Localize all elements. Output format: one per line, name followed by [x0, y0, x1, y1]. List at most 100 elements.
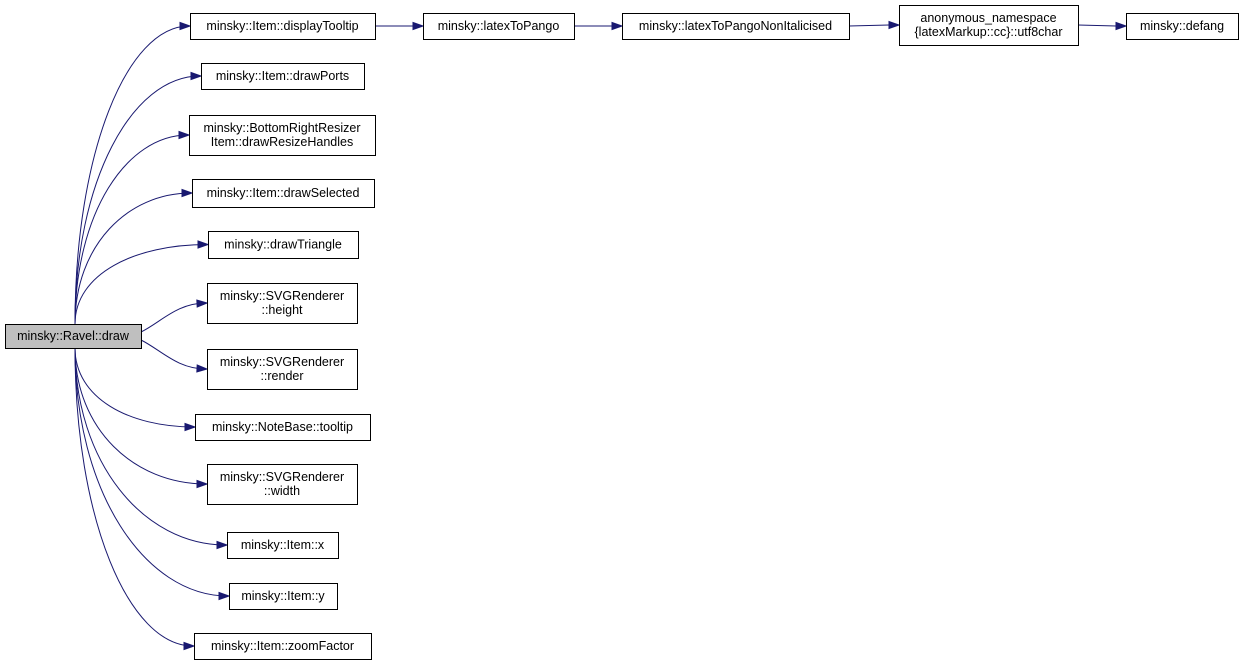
edge-arrowhead: [181, 188, 194, 198]
node-box: [899, 5, 1079, 46]
edges-layer: [74, 20, 1128, 651]
node-label: ::render: [260, 369, 303, 383]
nodes-layer: minsky::Ravel::draw minsky::Item::display…: [5, 5, 1239, 660]
node-minsky-latextopango[interactable]: minsky::latexToPango: [423, 13, 575, 40]
node-box: [229, 583, 338, 610]
edge-arrowhead: [218, 591, 231, 601]
edge-line: [74, 244, 208, 325]
edge-arrowhead: [190, 71, 203, 81]
node-minsky-latextopangononitalicised[interactable]: minsky::latexToPangoNonItalicised: [622, 13, 850, 40]
node-box: [192, 179, 375, 208]
edge-line: [74, 347, 207, 485]
edge-arrowhead: [178, 130, 191, 140]
edge-arrowhead: [196, 299, 209, 308]
node-box: [207, 349, 358, 390]
node-label: minsky::latexToPango: [438, 19, 560, 33]
node-minsky-item-drawselected[interactable]: minsky::Item::drawSelected: [192, 179, 375, 208]
edge-minsky-ravel-draw-to-minsky-notebase-tooltip: [74, 347, 197, 432]
edge-arrowhead: [1115, 21, 1128, 31]
edge-arrowhead: [197, 240, 210, 249]
node-box: [195, 414, 371, 441]
node-minsky-item-drawports[interactable]: minsky::Item::drawPorts: [201, 63, 365, 90]
node-box: [189, 115, 376, 156]
edge-anonymous-namespace-latexmarkup-cc-utf8char-to-minsky-defang: [1077, 21, 1128, 31]
node-label: minsky::Item::drawSelected: [207, 186, 360, 200]
node-label: ::height: [261, 303, 303, 317]
edge-line: [74, 25, 190, 325]
node-label: minsky::BottomRightResizer: [204, 121, 361, 135]
edge-arrowhead: [179, 21, 192, 31]
edge-line: [74, 347, 229, 597]
node-minsky-svgrenderer-height[interactable]: minsky::SVGRenderer::height: [207, 283, 358, 324]
node-label: minsky::Item::y: [241, 589, 325, 603]
edge-line: [74, 347, 194, 647]
node-label: anonymous_namespace: [920, 11, 1056, 25]
node-label: {latexMarkup::cc}::utf8char: [915, 25, 1063, 39]
edge-minsky-latextopango-to-minsky-latextopangononitalicised: [574, 21, 624, 31]
node-label: Item::drawResizeHandles: [211, 135, 353, 149]
node-label: minsky::SVGRenderer: [220, 355, 344, 369]
node-box: [207, 283, 358, 324]
node-minsky-bottomrightresizer-item-drawresizehandles[interactable]: minsky::BottomRightResizerItem::drawResi…: [189, 115, 376, 156]
node-minsky-item-x[interactable]: minsky::Item::x: [227, 532, 339, 559]
node-minsky-item-zoomfactor[interactable]: minsky::Item::zoomFactor: [194, 633, 372, 660]
node-label: minsky::SVGRenderer: [220, 470, 344, 484]
edge-arrowhead: [216, 540, 229, 550]
node-minsky-item-y[interactable]: minsky::Item::y: [229, 583, 338, 610]
edge-minsky-ravel-draw-to-minsky-drawtriangle: [74, 240, 210, 325]
edge-minsky-ravel-draw-to-minsky-item-drawselected: [74, 188, 194, 325]
node-box: [622, 13, 850, 40]
node-box: [423, 13, 575, 40]
node-box: [207, 464, 358, 505]
edge-arrowhead: [412, 21, 425, 31]
edge-minsky-ravel-draw-to-minsky-svgrenderer-render: [140, 339, 209, 373]
edge-minsky-ravel-draw-to-minsky-item-drawports: [74, 71, 203, 325]
edge-line: [74, 75, 201, 325]
edge-minsky-item-displaytooltip-to-minsky-latextopango: [375, 21, 425, 31]
edge-minsky-ravel-draw-to-minsky-item-displaytooltip: [74, 21, 192, 325]
node-minsky-svgrenderer-width[interactable]: minsky::SVGRenderer::width: [207, 464, 358, 505]
edge-arrowhead: [184, 422, 197, 432]
node-label: minsky::drawTriangle: [224, 238, 342, 252]
edge-line: [1077, 24, 1117, 27]
node-minsky-item-displaytooltip[interactable]: minsky::Item::displayTooltip: [190, 13, 376, 40]
node-box: [208, 231, 359, 259]
edge-arrowhead: [611, 21, 624, 31]
node-box: [190, 13, 376, 40]
node-label: minsky::defang: [1140, 19, 1224, 33]
node-minsky-defang[interactable]: minsky::defang: [1126, 13, 1239, 40]
node-minsky-ravel-draw[interactable]: minsky::Ravel::draw: [5, 324, 142, 349]
edge-line: [74, 192, 192, 325]
node-label: minsky::Item::drawPorts: [216, 69, 349, 83]
edge-line: [140, 302, 207, 333]
node-label: ::width: [264, 484, 300, 498]
node-label: minsky::latexToPangoNonItalicised: [639, 19, 832, 33]
edge-minsky-latextopangononitalicised-to-anonymous-namespace-latexmarkup-cc-utf8char: [848, 20, 901, 30]
node-label: minsky::Item::zoomFactor: [211, 639, 354, 653]
edge-line: [140, 339, 207, 370]
edge-arrowhead: [888, 20, 901, 30]
node-box: [5, 324, 142, 349]
edge-arrowhead: [196, 479, 209, 489]
node-minsky-notebase-tooltip[interactable]: minsky::NoteBase::tooltip: [195, 414, 371, 441]
edge-minsky-ravel-draw-to-minsky-item-x: [74, 347, 229, 550]
edge-arrowhead: [196, 364, 209, 373]
node-box: [201, 63, 365, 90]
node-minsky-svgrenderer-render[interactable]: minsky::SVGRenderer::render: [207, 349, 358, 390]
node-box: [227, 532, 339, 559]
node-label: minsky::Item::displayTooltip: [206, 19, 358, 33]
edge-minsky-ravel-draw-to-minsky-item-y: [74, 347, 231, 601]
node-minsky-drawtriangle[interactable]: minsky::drawTriangle: [208, 231, 359, 259]
edge-line: [74, 347, 195, 428]
edge-minsky-ravel-draw-to-minsky-svgrenderer-width: [74, 347, 209, 489]
edge-line: [848, 24, 890, 27]
edge-minsky-ravel-draw-to-minsky-item-zoomfactor: [74, 347, 196, 651]
node-label: minsky::NoteBase::tooltip: [212, 420, 353, 434]
edge-arrowhead: [183, 641, 196, 651]
node-label: minsky::Ravel::draw: [17, 329, 130, 343]
node-label: minsky::Item::x: [241, 538, 325, 552]
node-anonymous-namespace-latexmarkup-cc-utf8char[interactable]: anonymous_namespace{latexMarkup::cc}::ut…: [899, 5, 1079, 46]
node-label: minsky::SVGRenderer: [220, 289, 344, 303]
node-box: [1126, 13, 1239, 40]
